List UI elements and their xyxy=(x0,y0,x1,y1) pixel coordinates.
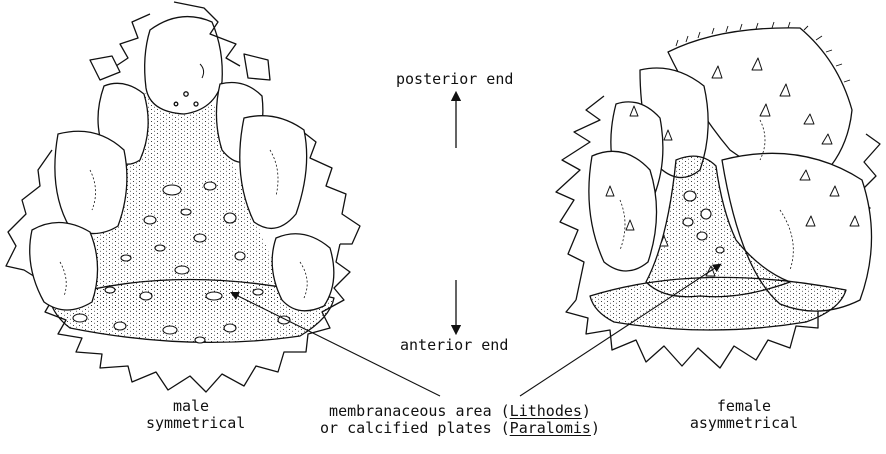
male-plate-left-3 xyxy=(30,222,98,310)
male-abdomen xyxy=(6,2,360,392)
leader-to-female xyxy=(520,266,718,396)
membrane-caption-line1: membranaceous area (Lithodes) xyxy=(300,403,620,420)
membrane-caption-line2: or calcified plates (Paralomis) xyxy=(300,420,620,437)
male-label-line2: symmetrical xyxy=(146,415,236,432)
female-plate-left-2 xyxy=(589,151,657,271)
male-telson xyxy=(145,17,223,114)
female-label: female asymmetrical xyxy=(686,398,802,432)
female-basal-band xyxy=(590,277,846,330)
male-plate-right-3 xyxy=(272,234,334,311)
female-abdomen xyxy=(556,22,880,368)
female-label-line2: asymmetrical xyxy=(686,415,802,432)
membrane-caption: membranaceous area (Lithodes) or calcifi… xyxy=(300,403,620,437)
male-plate-right-2 xyxy=(240,116,307,229)
female-label-line1: female xyxy=(686,398,802,415)
male-label: male symmetrical xyxy=(146,398,236,432)
male-right-margin xyxy=(298,128,360,244)
posterior-end-label: posterior end xyxy=(396,71,513,88)
male-plate-left-2 xyxy=(55,131,127,233)
male-label-line1: male xyxy=(146,398,236,415)
genus-paralomis: Paralomis xyxy=(510,419,591,437)
anterior-end-label: anterior end xyxy=(400,337,508,354)
genus-lithodes: Lithodes xyxy=(510,402,582,420)
